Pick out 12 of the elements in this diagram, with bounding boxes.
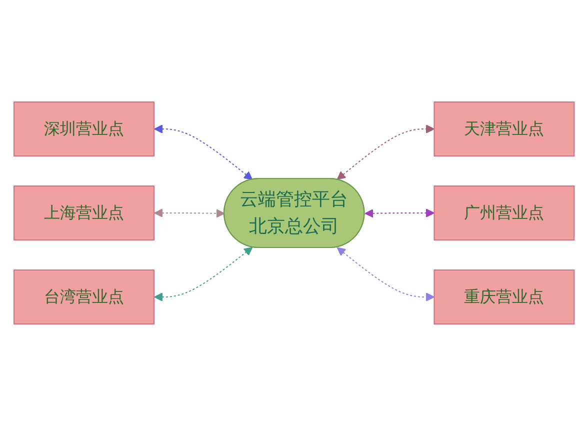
node-box: 广州营业点 [434, 185, 575, 240]
arrow [336, 124, 434, 180]
node-box: 天津营业点 [434, 101, 575, 156]
node-box: 重庆营业点 [434, 269, 575, 324]
arrow [336, 246, 434, 301]
arrow [154, 124, 253, 180]
node-box: 深圳营业点 [13, 101, 154, 156]
node-box: 台湾营业点 [13, 269, 154, 324]
node-box: 上海营业点 [13, 185, 154, 240]
arrow [154, 208, 225, 218]
arrow [154, 246, 253, 301]
arrow [364, 208, 434, 218]
